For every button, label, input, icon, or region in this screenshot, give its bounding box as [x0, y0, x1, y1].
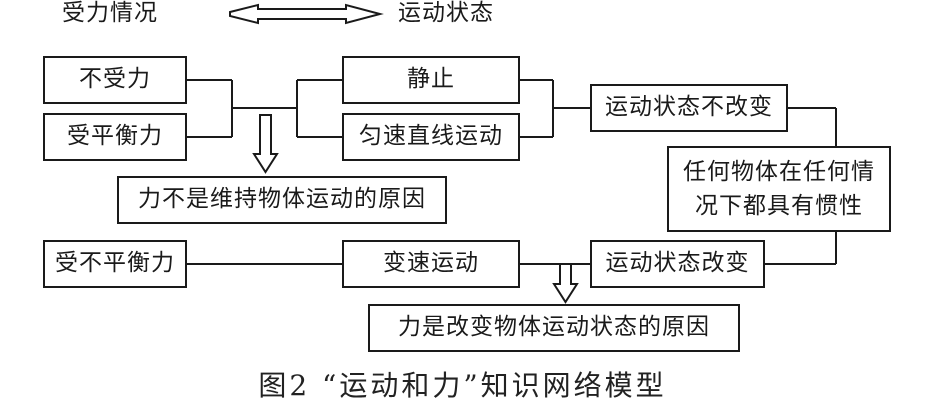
- inertia-text-line1: 任何物体在任何情: [683, 159, 875, 185]
- state-changed-box: 运动状态改变: [590, 240, 765, 288]
- figure-caption: 图2 “运动和力”知识网络模型: [258, 369, 667, 402]
- balanced-force-box: 受平衡力: [43, 113, 187, 161]
- uniform-motion-box: 匀速直线运动: [342, 113, 520, 161]
- inertia-text-line2: 况下都具有惯性: [695, 193, 863, 219]
- at-rest-box: 静止: [342, 56, 520, 104]
- state-unchanged-box: 运动状态不改变: [590, 84, 788, 132]
- variable-motion-box: 变速运动: [342, 240, 520, 288]
- down-arrow: [252, 114, 279, 174]
- down-arrow: [552, 263, 579, 304]
- motion-state-label: 运动状态: [398, 0, 494, 26]
- inertia-box: 任何物体在任何情 况下都具有惯性: [667, 146, 891, 232]
- conclusion-change-box: 力是改变物体运动状态的原因: [368, 304, 740, 352]
- force-condition-label: 受力情况: [62, 0, 158, 26]
- conclusion-maintain-box: 力不是维持物体运动的原因: [117, 176, 447, 224]
- header-double-arrow: [229, 3, 384, 25]
- unbalanced-force-box: 受不平衡力: [43, 240, 187, 288]
- no-force-box: 不受力: [43, 56, 187, 104]
